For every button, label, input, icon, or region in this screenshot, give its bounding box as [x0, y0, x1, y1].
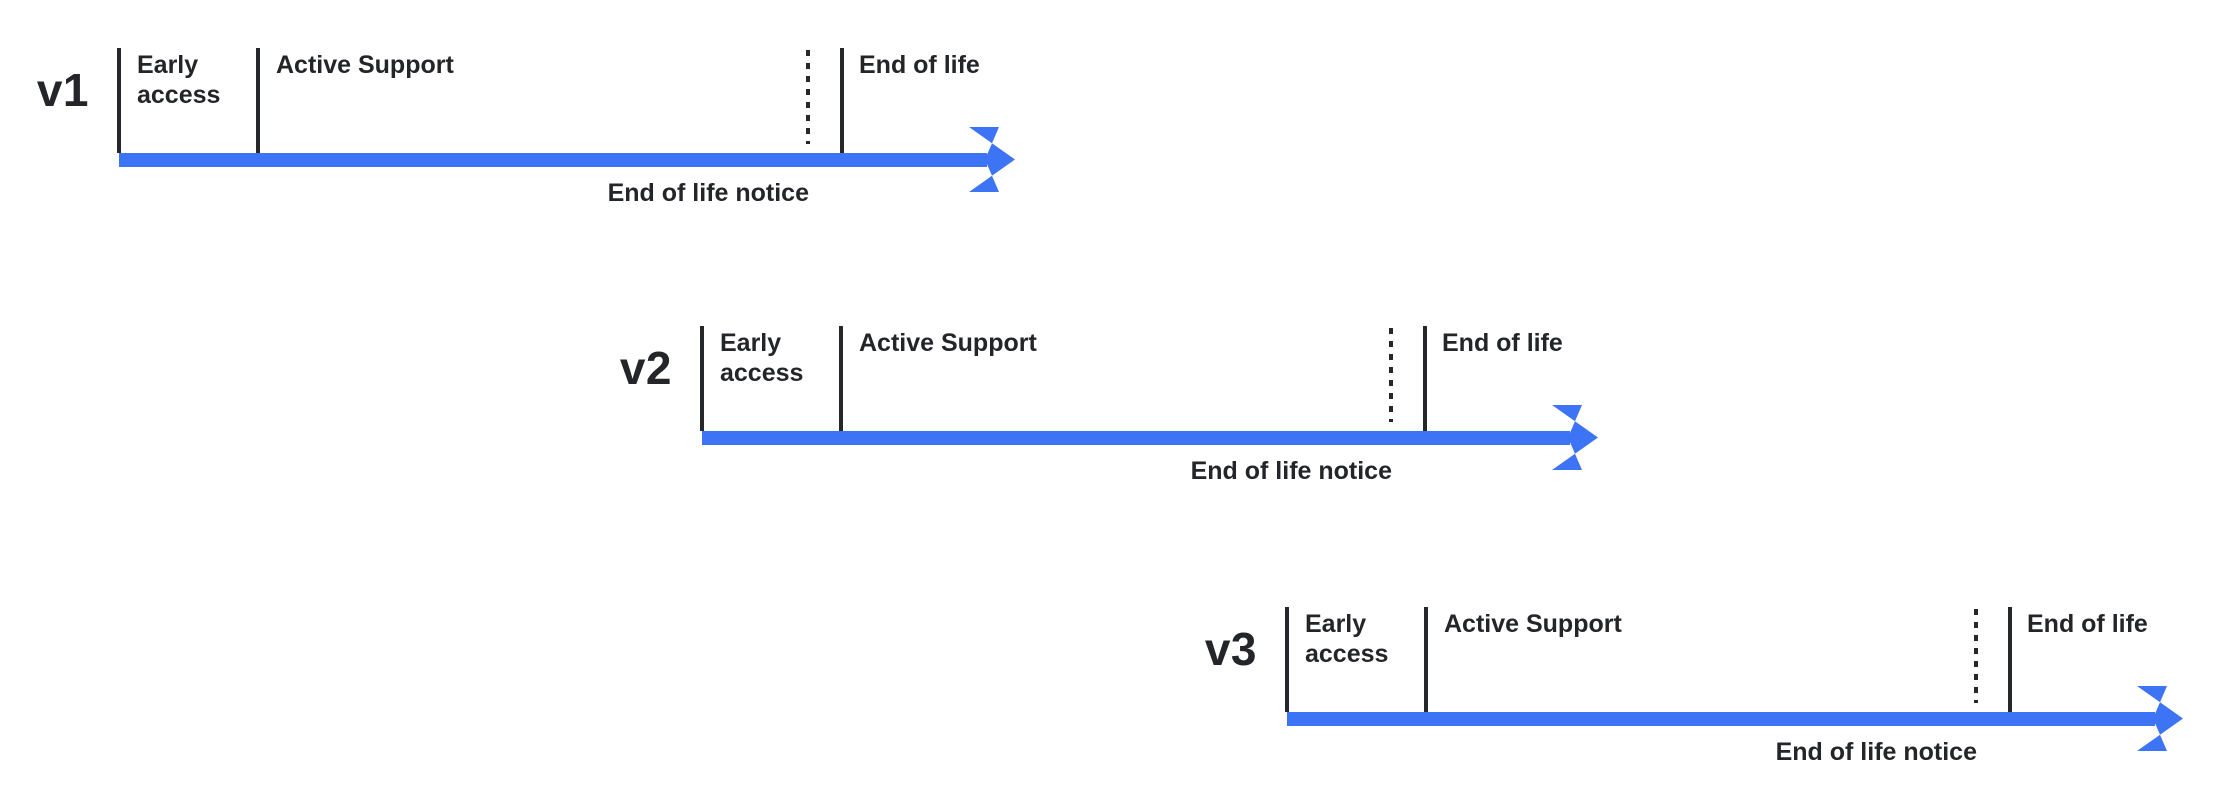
- end-of-life-tick: [1423, 326, 1427, 431]
- version-label: v3: [1204, 623, 1257, 675]
- eol-notice-dashed-tick: [1389, 328, 1393, 422]
- active-support-label: Active Support: [1444, 610, 1622, 638]
- timeline-bar: [119, 153, 987, 167]
- active-support-tick: [839, 326, 843, 431]
- end-of-life-notice-label: End of life notice: [607, 179, 809, 207]
- early-access-label: Early access: [137, 51, 221, 109]
- active-support-tick: [256, 48, 260, 153]
- arrow-head-icon: [1552, 405, 1598, 470]
- end-of-life-notice-label: End of life notice: [1190, 457, 1392, 485]
- early-access-tick: [1285, 607, 1289, 712]
- arrow-head-icon: [2137, 686, 2183, 751]
- timeline-row-v2: v2 Early access Active Support End of li…: [620, 326, 1662, 496]
- end-of-life-label: End of life: [859, 51, 980, 79]
- arrow-head-icon: [969, 127, 1015, 192]
- timeline-row-v3: v3 Early access Active Support End of li…: [1205, 607, 2228, 777]
- end-of-life-tick: [2008, 607, 2012, 712]
- timeline-bar: [702, 431, 1570, 445]
- early-access-label: Early access: [1305, 610, 1389, 668]
- active-support-label: Active Support: [276, 51, 454, 79]
- eol-notice-dashed-tick: [806, 50, 810, 144]
- end-of-life-notice-label: End of life notice: [1775, 738, 1977, 766]
- early-access-label: Early access: [720, 329, 804, 387]
- timeline-bar: [1287, 712, 2155, 726]
- early-access-tick: [117, 48, 121, 153]
- active-support-tick: [1424, 607, 1428, 712]
- timeline-row-v1: v1 Early access Active Support End of li…: [37, 48, 1079, 218]
- version-label: v1: [36, 64, 89, 116]
- end-of-life-label: End of life: [1442, 329, 1563, 357]
- end-of-life-label: End of life: [2027, 610, 2148, 638]
- version-label: v2: [619, 342, 672, 394]
- end-of-life-tick: [840, 48, 844, 153]
- active-support-label: Active Support: [859, 329, 1037, 357]
- eol-notice-dashed-tick: [1974, 609, 1978, 703]
- early-access-tick: [700, 326, 704, 431]
